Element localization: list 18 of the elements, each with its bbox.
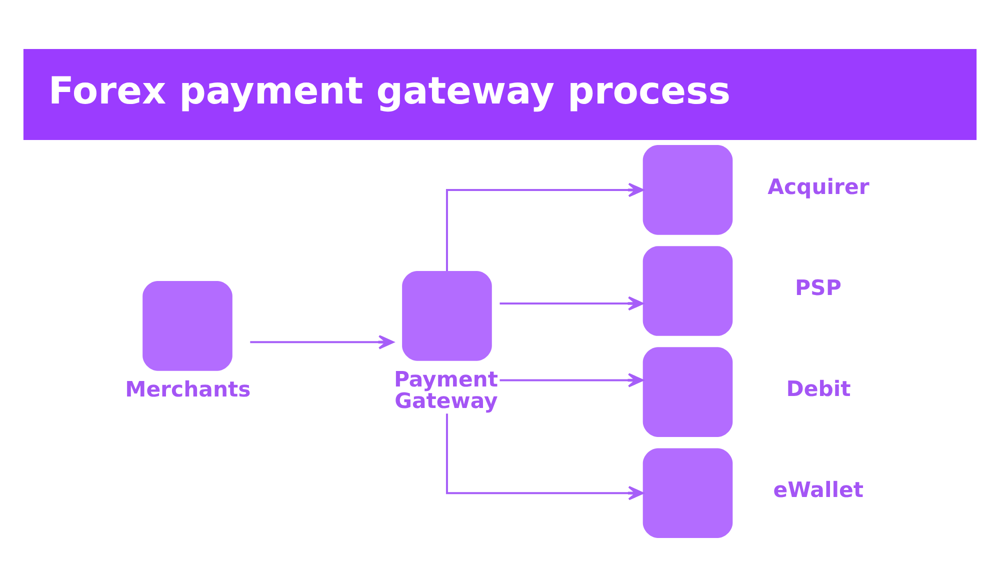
node-box [642,246,733,336]
node-box [642,448,733,538]
node-box [142,281,232,371]
node-label: PSP [795,274,842,300]
node-label: Acquirer [768,174,870,199]
arrow [250,334,394,350]
arrow [446,182,644,271]
arrow [500,296,644,311]
node-label: eWallet [773,476,864,502]
arrow [500,373,644,388]
node-label: Debit [786,376,851,401]
node-label: Payment Gateway [394,366,498,413]
node-box [402,271,492,361]
node-box [642,347,733,437]
diagram-title: Forex payment gateway process [48,68,731,112]
node-label: Merchants [125,376,251,402]
arrow [446,414,644,500]
node-box [642,145,733,235]
